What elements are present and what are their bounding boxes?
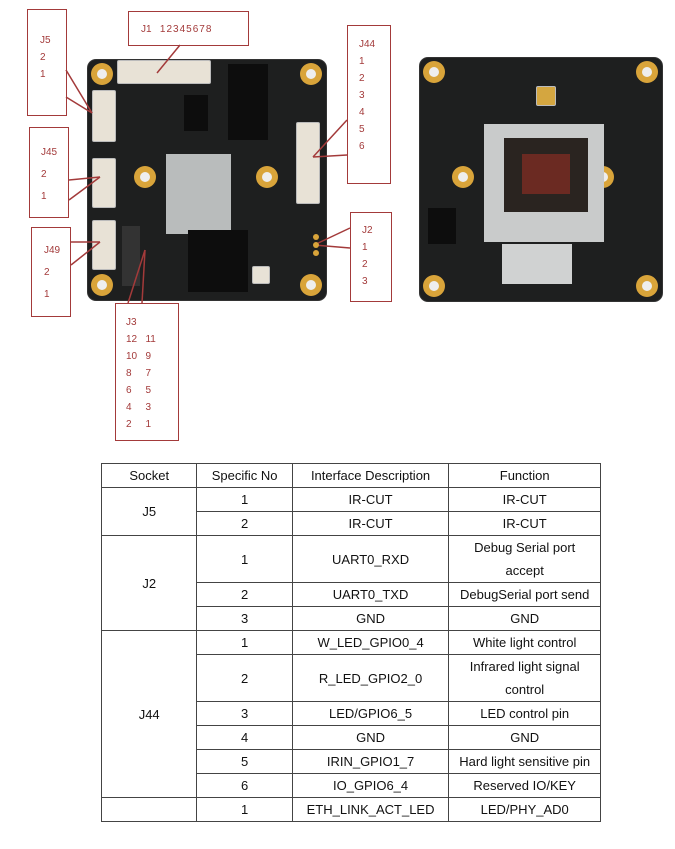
pin-label: 2 <box>362 259 368 270</box>
function-cell: Reserved IO/KEY <box>448 773 601 798</box>
pcb-board-front-photo <box>88 60 326 300</box>
pin-label: 1 <box>359 56 365 67</box>
pin-label: 1 <box>41 191 47 202</box>
header-function: Function <box>448 463 601 488</box>
pin-label: 1 <box>362 242 368 253</box>
pin-label: 5 <box>359 124 365 135</box>
function-cell: LED control pin <box>448 701 601 726</box>
pin-label: 2 1 <box>126 419 152 430</box>
interface-description-cell: GND <box>291 725 450 750</box>
function-cell: DebugSerial port send <box>448 582 601 607</box>
interface-description-cell: LED/GPIO6_5 <box>291 701 450 726</box>
pin-label: 12 11 <box>126 334 156 345</box>
pin-label: 2 <box>44 267 50 278</box>
pin-label: 2 <box>40 52 46 63</box>
pin-number-cell: 5 <box>196 749 293 774</box>
pin-label: 3 <box>362 276 368 287</box>
interface-description-cell: IRIN_GPIO1_7 <box>291 749 450 774</box>
pin-label: 4 3 <box>126 402 152 413</box>
interface-description-cell: IR-CUT <box>291 511 450 536</box>
interface-description-cell: W_LED_GPIO0_4 <box>291 630 450 655</box>
function-cell: IR-CUT <box>448 487 601 512</box>
pin-label: 2 <box>41 169 47 180</box>
pin-label: 6 5 <box>126 385 152 396</box>
callout-j5: J5 2 1 <box>27 9 67 116</box>
interface-description-cell: GND <box>291 606 450 631</box>
interface-description-cell: R_LED_GPIO2_0 <box>291 654 450 702</box>
pin-label: 8 7 <box>126 368 152 379</box>
callout-j44: J44 1 2 3 4 5 6 <box>347 25 391 184</box>
function-cell: Hard light sensitive pin <box>448 749 601 774</box>
callout-j44-label: J44 <box>359 39 376 50</box>
pin-number-cell: 2 <box>196 511 293 536</box>
interface-description-cell: UART0_TXD <box>291 582 450 607</box>
callout-j45-label: J45 <box>41 147 58 158</box>
callout-j49-label: J49 <box>44 245 61 256</box>
function-cell: IR-CUT <box>448 511 601 536</box>
interface-description-cell: IO_GPIO6_4 <box>291 773 450 798</box>
callout-j2-label: J2 <box>362 225 373 236</box>
pin-number-cell: 1 <box>196 630 293 655</box>
pin-label: 1 <box>40 69 46 80</box>
interface-description-cell: UART0_RXD <box>291 535 450 583</box>
pcb-board-back-photo <box>420 58 662 301</box>
socket-cell: J44 <box>100 630 198 798</box>
header-specific-no: Specific No <box>196 463 293 488</box>
callout-j2: J2 1 2 3 <box>350 212 392 302</box>
pin-number-cell: 3 <box>196 606 293 631</box>
callout-j45: J45 2 1 <box>29 127 69 218</box>
pin-label: 10 9 <box>126 351 152 362</box>
pin-number-cell: 1 <box>196 797 293 822</box>
callout-leader-lines <box>65 44 351 304</box>
callout-j1: J1 12345678 <box>128 11 249 46</box>
callout-j3: J3 12 11 10 9 8 7 6 5 4 3 2 1 <box>115 303 179 441</box>
function-cell: Debug Serial port accept <box>448 535 601 583</box>
callout-j49: J49 2 1 <box>31 227 71 317</box>
pin-label: 6 <box>359 141 365 152</box>
socket-cell: J5 <box>100 487 198 536</box>
pin-label: 2 <box>359 73 365 84</box>
callout-j1-label: J1 <box>141 24 152 35</box>
pin-number-cell: 2 <box>196 582 293 607</box>
function-cell: GND <box>448 606 601 631</box>
function-cell: GND <box>448 725 601 750</box>
function-cell: White light control <box>448 630 601 655</box>
socket-cell: J2 <box>100 535 198 631</box>
pin-number-cell: 2 <box>196 654 293 702</box>
callout-j5-label: J5 <box>40 35 51 46</box>
header-socket: Socket <box>100 463 198 488</box>
callout-j3-label: J3 <box>126 317 137 328</box>
interface-description-cell: ETH_LINK_ACT_LED <box>291 797 450 822</box>
function-cell: Infrared light signal control <box>448 654 601 702</box>
pin-label: 3 <box>359 90 365 101</box>
interface-table: Socket Specific No Interface Description… <box>100 463 601 822</box>
table-header-row: Socket Specific No Interface Description… <box>100 463 601 488</box>
pin-number-cell: 4 <box>196 725 293 750</box>
pin-label: 4 <box>359 107 365 118</box>
pin-number-cell: 1 <box>196 535 293 583</box>
socket-cell <box>100 797 198 822</box>
pin-number-cell: 3 <box>196 701 293 726</box>
pin-label: 12345678 <box>159 24 213 35</box>
header-interface-description: Interface Description <box>291 463 450 488</box>
pin-number-cell: 6 <box>196 773 293 798</box>
interface-description-cell: IR-CUT <box>291 487 450 512</box>
pin-label: 1 <box>44 289 50 300</box>
pin-number-cell: 1 <box>196 487 293 512</box>
function-cell: LED/PHY_AD0 <box>448 797 601 822</box>
